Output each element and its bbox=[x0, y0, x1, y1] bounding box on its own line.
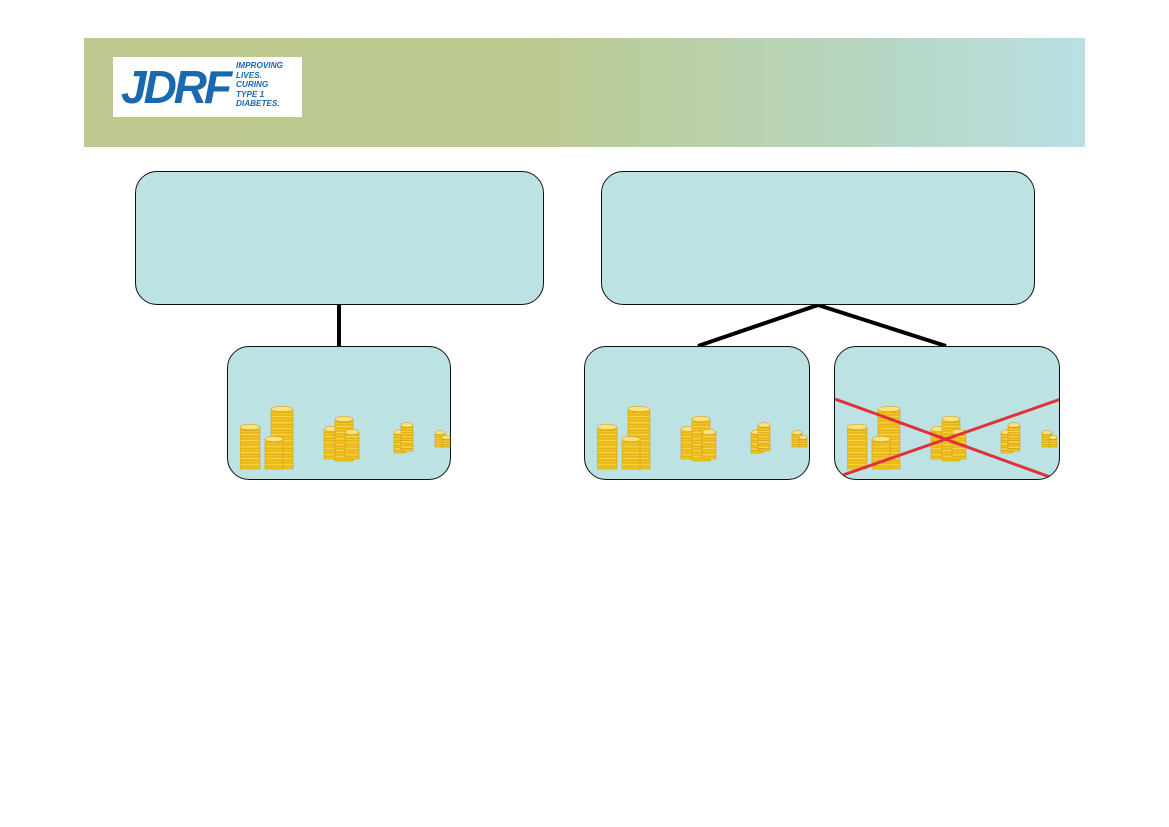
tagline-line: DIABETES. bbox=[236, 99, 280, 109]
coin-stacks-icon bbox=[240, 406, 451, 470]
parent-box-left bbox=[135, 171, 544, 305]
logo-wordmark: JDRF bbox=[121, 61, 232, 113]
child-box-left bbox=[227, 346, 451, 480]
connector-right-a bbox=[697, 303, 819, 348]
child-box-right bbox=[834, 346, 1060, 480]
parent-box-right bbox=[601, 171, 1035, 305]
logo-tagline: IMPROVING LIVES. CURING TYPE 1 DIABETES. bbox=[236, 61, 300, 109]
tagline-line: TYPE 1 bbox=[236, 89, 265, 99]
tagline-line: IMPROVING bbox=[236, 61, 283, 70]
tagline-line: CURING bbox=[236, 80, 269, 90]
connector-right-b bbox=[817, 303, 947, 348]
coin-stacks-icon bbox=[597, 406, 808, 470]
cross-out-icon bbox=[835, 397, 1059, 479]
jdrf-logo: JDRF IMPROVING LIVES. CURING TYPE 1 DIAB… bbox=[113, 57, 302, 117]
child-box-middle bbox=[584, 346, 810, 480]
tagline-line: LIVES. bbox=[236, 70, 262, 80]
